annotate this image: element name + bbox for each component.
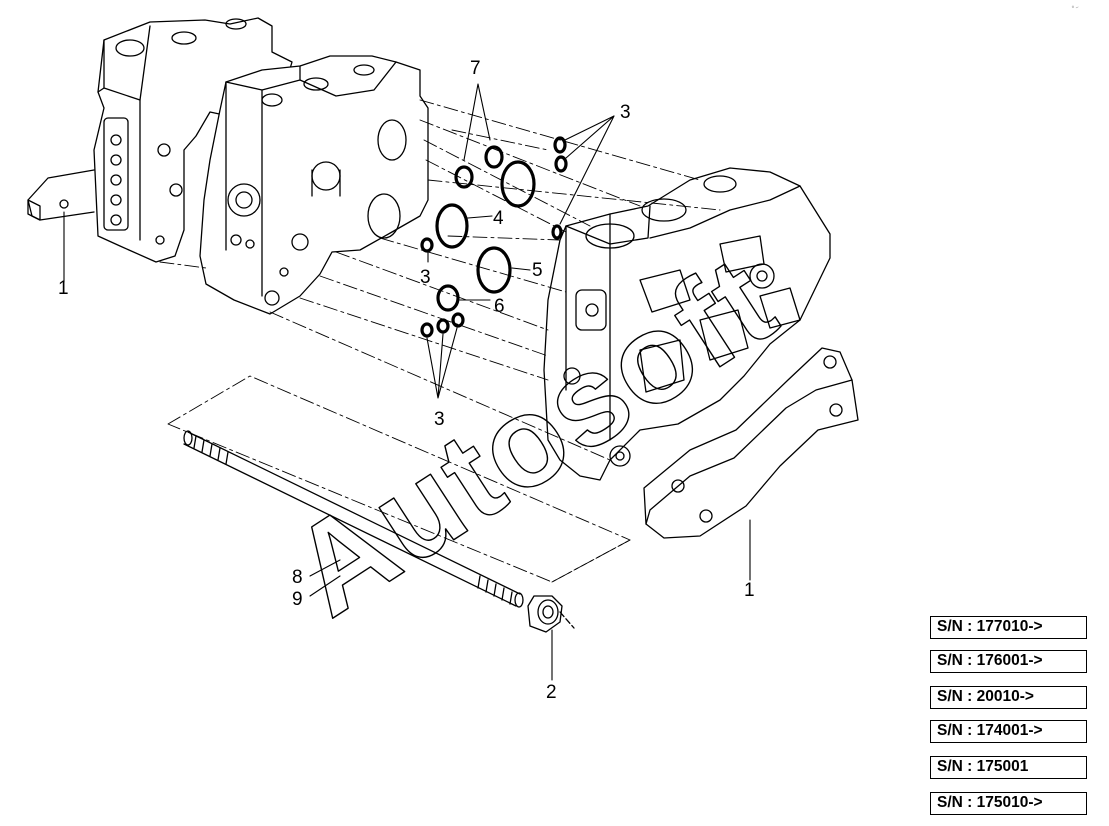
callout-1: 1 bbox=[58, 278, 69, 299]
flange-nut bbox=[527, 595, 575, 633]
serial-number-box: S/N : 175001 bbox=[930, 756, 1087, 779]
o-rings bbox=[420, 136, 568, 338]
callout-9: 9 bbox=[292, 589, 303, 610]
callout-3: 3 bbox=[620, 102, 631, 123]
serial-number-box: S/N : 174001-> bbox=[930, 720, 1087, 743]
callout-5: 5 bbox=[532, 260, 543, 281]
callout-3: 3 bbox=[420, 267, 431, 288]
tie-rod bbox=[183, 430, 524, 608]
callout-7: 7 bbox=[470, 58, 481, 79]
callout-labels: 7 3 4 5 3 6 3 1 1 8 9 2 bbox=[58, 58, 755, 703]
callout-1: 1 bbox=[744, 580, 755, 601]
callout-4: 4 bbox=[493, 208, 504, 229]
callout-3: 3 bbox=[434, 409, 445, 430]
serial-number-box: S/N : 177010-> bbox=[930, 616, 1087, 639]
valve-section-middle bbox=[199, 55, 429, 315]
valve-section-front bbox=[543, 167, 859, 539]
callout-8: 8 bbox=[292, 567, 303, 588]
watermark: Autosoft bbox=[267, 228, 799, 643]
projection-lines bbox=[159, 99, 721, 583]
serial-number-box: S/N : 176001-> bbox=[930, 650, 1087, 673]
serial-number-box: S/N : 20010-> bbox=[930, 686, 1087, 709]
serial-number-box: S/N : 175010-> bbox=[930, 792, 1087, 815]
callout-2: 2 bbox=[546, 682, 557, 703]
callout-6: 6 bbox=[494, 296, 505, 317]
leader-lines bbox=[63, 83, 751, 681]
